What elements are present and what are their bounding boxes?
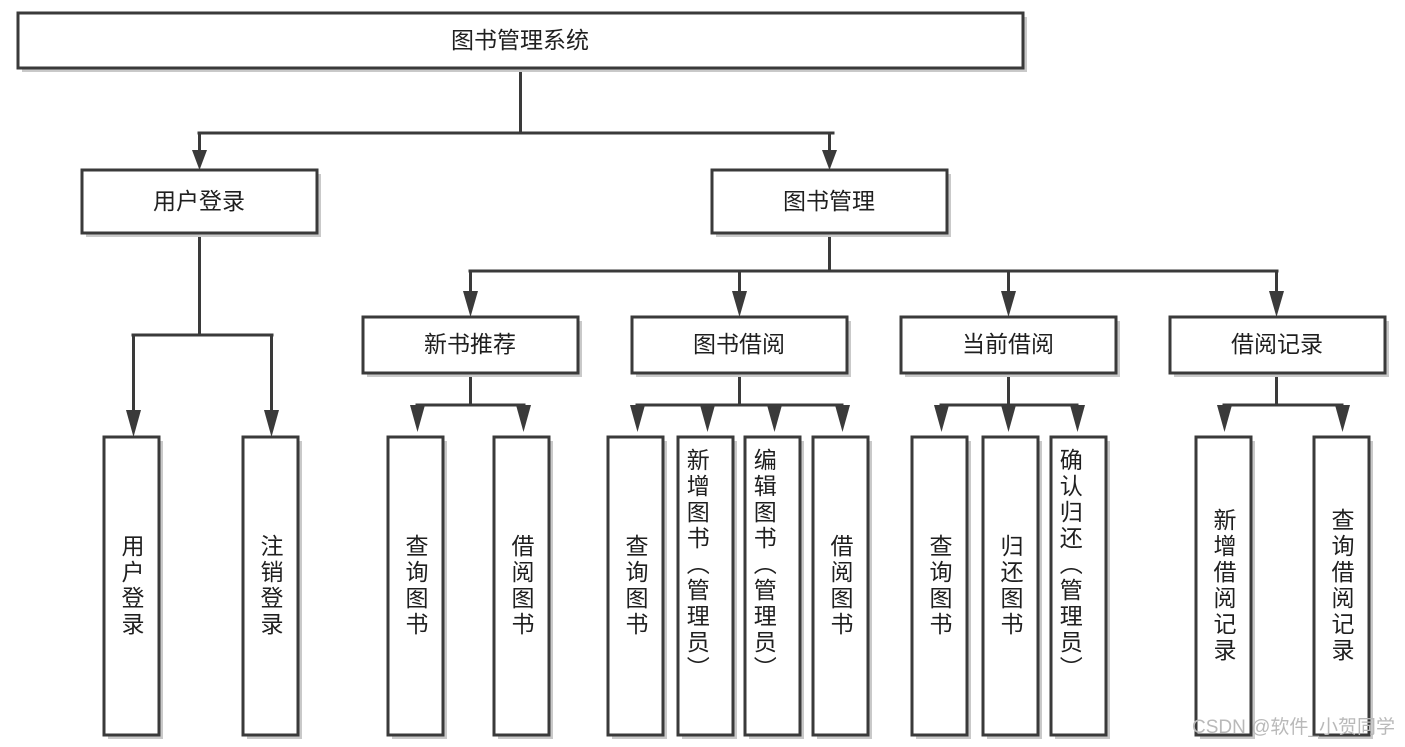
new-book-recommend-label: 新书推荐	[424, 331, 516, 357]
node-leaf-return-book[interactable]: 归还图书	[981, 435, 1042, 739]
node-root[interactable]: 图书管理系统	[16, 11, 1027, 72]
node-leaf-add-record[interactable]: 新增借阅记录	[1194, 435, 1255, 739]
leaf-user-login-rect	[102, 435, 161, 737]
node-leaf-user-login[interactable]: 用户登录	[102, 435, 163, 739]
leaf-query-record-rect	[1312, 435, 1371, 737]
node-book-borrow[interactable]: 图书借阅	[630, 315, 851, 377]
root-rect	[16, 11, 1025, 70]
arrow-current-borrow	[1001, 291, 1016, 317]
leaf-edit-book-rect	[743, 435, 802, 737]
leaf-add-book-label: 新增图书（管理员）	[683, 448, 710, 682]
leaf-borrow-book-1-label: 借阅图书	[508, 534, 535, 638]
leaf-query-book-1-rect	[386, 435, 445, 737]
arrow-to-user-login	[192, 150, 207, 170]
user-login-rect	[80, 168, 319, 235]
node-leaf-confirm-return[interactable]: 确认归还（管理员）	[1049, 435, 1110, 739]
node-new-book-recommend[interactable]: 新书推荐	[361, 315, 582, 377]
arrow-book-borrow	[732, 291, 747, 317]
leaf-return-book-label: 归还图书	[997, 534, 1024, 638]
leaf-user-logout-rect	[241, 435, 300, 737]
root-label: 图书管理系统	[451, 27, 589, 53]
node-leaf-query-book-3[interactable]: 查询图书	[910, 435, 971, 739]
leaf-add-book-rect	[676, 435, 735, 737]
arrow-leaf-return-book	[1001, 405, 1016, 432]
leaf-query-book-3-rect	[910, 435, 969, 737]
leaf-borrow-book-2-label: 借阅图书	[827, 534, 854, 638]
current-borrow-label: 当前借阅	[962, 331, 1054, 357]
arrow-leaf-query-book-3	[934, 405, 949, 432]
node-leaf-query-book-1[interactable]: 查询图书	[386, 435, 447, 739]
leaf-query-book-2-rect	[606, 435, 665, 737]
node-leaf-add-book[interactable]: 新增图书（管理员）	[676, 435, 737, 739]
arrow-borrow-record	[1269, 291, 1284, 317]
arrow-leaf-borrow-book-1	[516, 405, 531, 432]
node-leaf-borrow-book-2[interactable]: 借阅图书	[811, 435, 872, 739]
node-leaf-borrow-book-1[interactable]: 借阅图书	[492, 435, 553, 739]
new-book-recommend-rect	[361, 315, 580, 375]
leaf-edit-book-label: 编辑图书（管理员）	[750, 448, 777, 682]
arrow-leaf-query-book-2	[630, 405, 645, 432]
node-leaf-user-logout[interactable]: 注销登录	[241, 435, 302, 739]
book-management-rect	[710, 168, 949, 235]
arrow-leaf-edit-book	[767, 405, 782, 432]
node-book-management[interactable]: 图书管理	[710, 168, 951, 237]
leaf-borrow-book-2-rect	[811, 435, 870, 737]
node-user-login[interactable]: 用户登录	[80, 168, 321, 237]
arrow-leaf-query-record	[1335, 405, 1350, 432]
leaf-query-book-1-label: 查询图书	[402, 534, 429, 638]
book-management-label: 图书管理	[783, 188, 875, 214]
borrow-record-rect	[1168, 315, 1387, 375]
current-borrow-rect	[899, 315, 1118, 375]
arrow-leaf-query-book-1	[410, 405, 425, 432]
leaf-query-record-label: 查询借阅记录	[1328, 508, 1355, 664]
leaf-query-book-2-label: 查询图书	[622, 534, 649, 638]
arrow-leaf-user-login	[126, 410, 141, 437]
edge-layer	[126, 66, 1350, 437]
node-current-borrow[interactable]: 当前借阅	[899, 315, 1120, 377]
leaf-confirm-return-rect	[1049, 435, 1108, 737]
arrow-new-book-recommend	[463, 291, 478, 317]
leaf-add-record-label: 新增借阅记录	[1210, 508, 1237, 664]
leaf-borrow-book-1-rect	[492, 435, 551, 737]
leaf-query-book-3-label: 查询图书	[926, 534, 953, 638]
leaf-confirm-return-label: 确认归还（管理员）	[1056, 448, 1083, 682]
node-leaf-query-record[interactable]: 查询借阅记录	[1312, 435, 1373, 739]
arrow-to-book-management	[822, 150, 837, 170]
leaf-user-logout-label: 注销登录	[257, 534, 284, 638]
arrow-leaf-user-logout	[264, 410, 279, 437]
arrow-leaf-add-record	[1217, 405, 1232, 432]
leaf-user-login-label: 用户登录	[118, 534, 145, 638]
borrow-record-label: 借阅记录	[1231, 331, 1323, 357]
user-login-label: 用户登录	[153, 188, 245, 214]
node-borrow-record[interactable]: 借阅记录	[1168, 315, 1389, 377]
arrow-leaf-borrow-book-2	[835, 405, 850, 432]
leaf-return-book-rect	[981, 435, 1040, 737]
book-borrow-label: 图书借阅	[693, 331, 785, 357]
arrow-leaf-confirm-return	[1070, 405, 1085, 432]
arrow-leaf-add-book	[700, 405, 715, 432]
book-borrow-rect	[630, 315, 849, 375]
node-leaf-query-book-2[interactable]: 查询图书	[606, 435, 667, 739]
node-leaf-edit-book[interactable]: 编辑图书（管理员）	[743, 435, 804, 739]
leaf-add-record-rect	[1194, 435, 1253, 737]
